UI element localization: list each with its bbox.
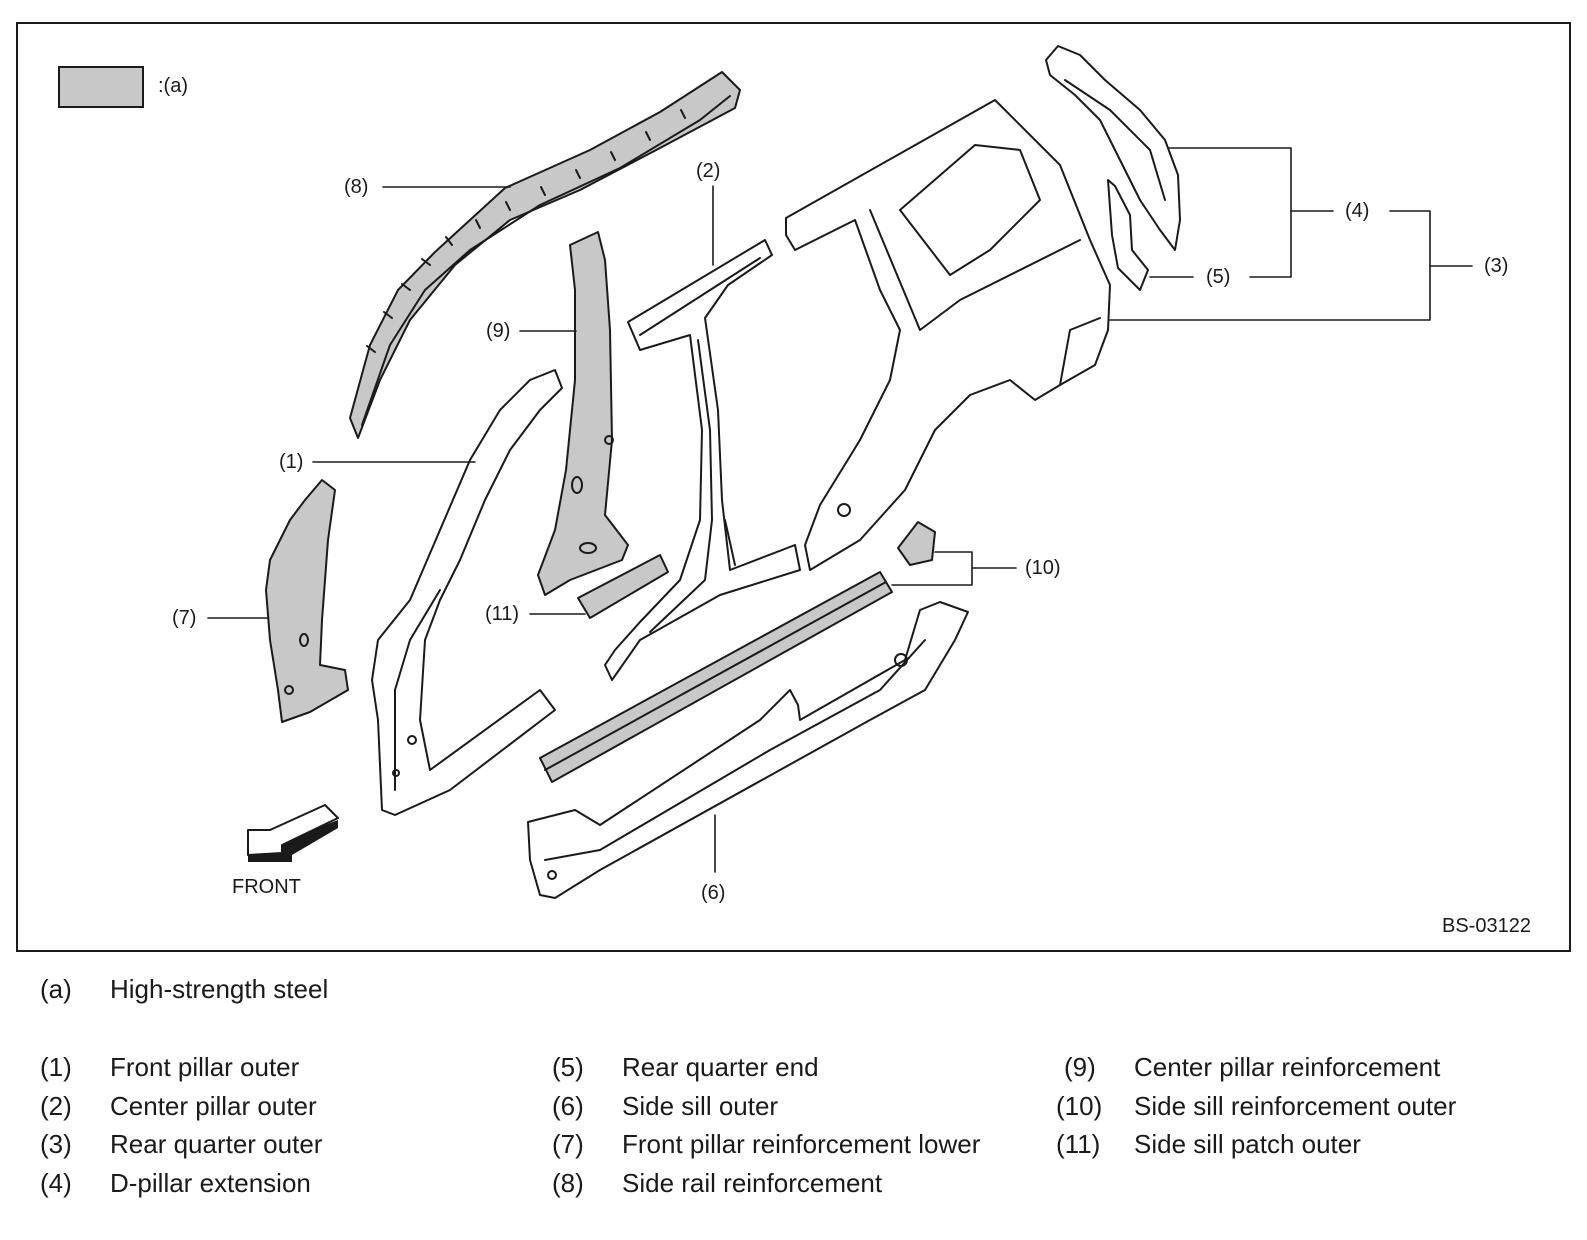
side-rail-tabs [366,109,686,353]
key-text-8: Side rail reinforcement [622,1168,883,1198]
side-sill-outer-lines [544,639,926,880]
callout-2: (2) [696,160,721,182]
rear-quarter-lines [837,209,1101,517]
key-text-10: Side sill reinforcement outer [1134,1091,1457,1121]
legend-swatch [58,66,144,108]
front-pillar-inner-line [392,589,441,791]
side-sill-reinforcement-outer [539,571,893,783]
callout-3: (3) [1484,255,1509,277]
callout-7: (7) [172,607,197,629]
callout-8: (8) [344,176,369,198]
key-code-5: (5) [552,1052,584,1082]
center-pillar-inner-line [639,257,761,633]
side-sill-reinforcement-bracket [897,521,936,566]
center-pillar-reinforcement [537,231,629,596]
front-label: FRONT [232,876,301,898]
side-sill-outer [527,601,969,899]
side-rail-reinforcement [349,71,741,439]
callout-1: (1) [279,451,304,473]
front-pillar-reinforcement-holes [284,633,309,695]
key-code-1: (1) [40,1052,72,1082]
d-pillar-extension [1045,45,1181,251]
key-text-11: Side sill patch outer [1134,1129,1361,1159]
front-arrow-icon [247,804,339,862]
callout-9: (9) [486,320,511,342]
leader-lines [207,147,1473,873]
rear-quarter-window [899,144,1041,276]
key-code-8: (8) [552,1168,584,1198]
key-text-3: Rear quarter outer [110,1129,323,1159]
key-code-10: (10) [1056,1091,1103,1121]
side-sill-patch-outer [577,554,669,619]
d-pillar-extension-line [1064,79,1166,201]
callout-10: (10) [1025,557,1061,579]
callout-5: (5) [1206,266,1231,288]
callout-4: (4) [1345,200,1370,222]
center-pillar-outer [604,239,801,681]
side-rail-edge-line [361,95,731,426]
callout-11: (11) [485,603,520,625]
rear-quarter-outer [785,99,1111,571]
key-text-1: Front pillar outer [110,1052,300,1082]
key-code-7: (7) [552,1129,584,1159]
figure-id: BS-03122 [1442,915,1531,937]
rear-quarter-end [1107,179,1149,291]
key-text-6: Side sill outer [622,1091,779,1121]
key-text-a: High-strength steel [110,974,329,1004]
center-pillar-reinforcement-holes [571,435,614,554]
key-text-2: Center pillar outer [110,1091,317,1121]
legend-swatch-label: :(a) [158,75,188,97]
front-pillar-reinforcement-lower [265,479,349,723]
key-text-7: Front pillar reinforcement lower [622,1129,981,1159]
key-code-4: (4) [40,1168,72,1198]
key-code-6: (6) [552,1091,584,1121]
key-code-2: (2) [40,1091,72,1121]
key-code-9: (9) [1064,1052,1096,1082]
callout-6: (6) [701,882,726,904]
key-text-9: Center pillar reinforcement [1134,1052,1441,1082]
front-pillar-outer [371,369,563,816]
key-text-4: D-pillar extension [110,1168,311,1198]
key-code-11: (11) [1056,1129,1101,1159]
key-code-3: (3) [40,1129,72,1159]
side-sill-reinforcement-line [544,581,887,771]
key-text-5: Rear quarter end [622,1052,819,1082]
key-code-a: (a) [40,974,72,1004]
diagram-frame [16,22,1571,952]
